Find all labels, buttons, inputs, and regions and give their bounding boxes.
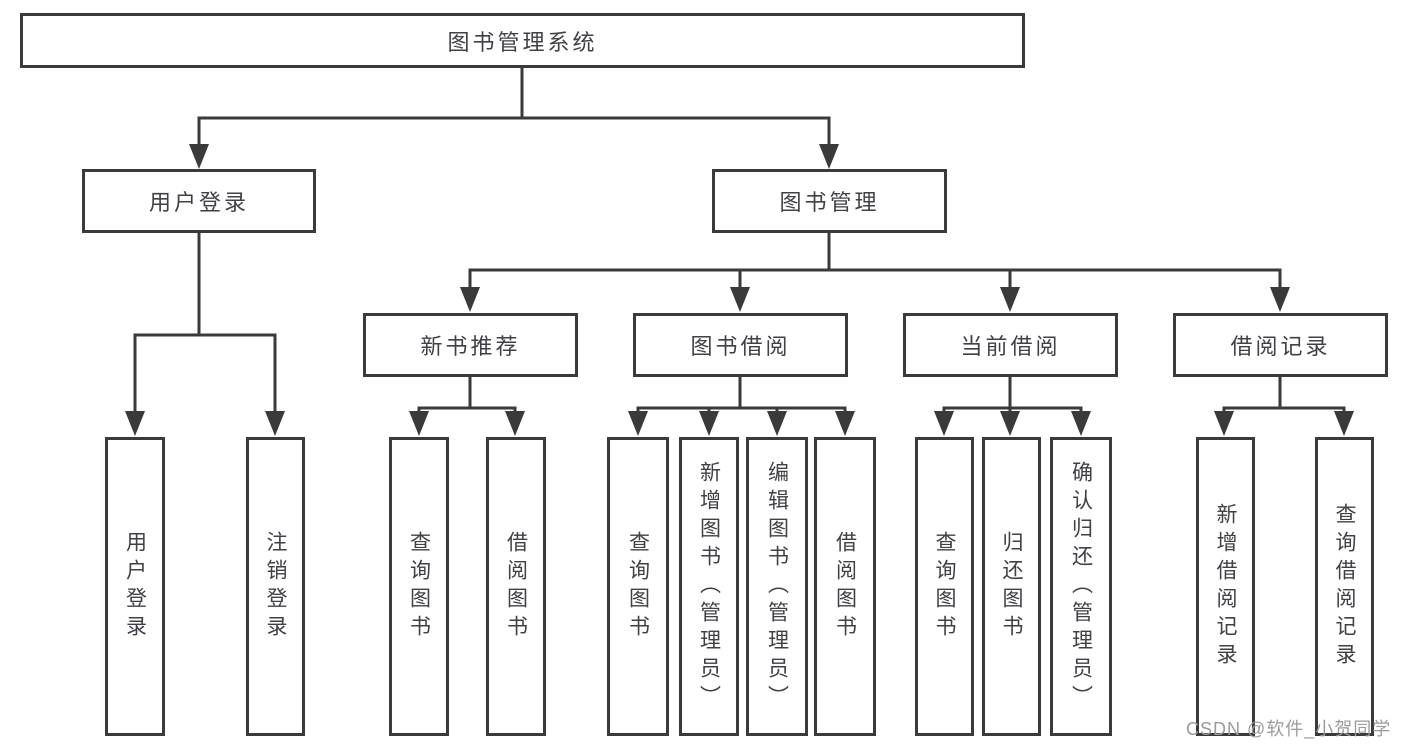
node-label: 归还图书 <box>1000 530 1023 643</box>
leaf-borrow-books-recommend: 借阅图书 <box>486 437 546 736</box>
node-book-management: 图书管理 <box>712 169 947 233</box>
leaf-logout: 注销登录 <box>246 437 305 736</box>
node-label: 借阅图书 <box>504 530 528 643</box>
node-label: 借阅图书 <box>833 530 857 643</box>
leaf-edit-book-admin: 编辑图书（管理员） <box>746 437 808 736</box>
node-label: 新增借阅记录 <box>1214 502 1237 671</box>
node-label: 图书借阅 <box>690 334 791 359</box>
leaf-query-borrow-record: 查询借阅记录 <box>1315 437 1374 736</box>
node-user-login: 用户登录 <box>82 169 316 233</box>
node-label: 新增图书（管理员） <box>697 460 721 713</box>
leaf-add-book-admin: 新增图书（管理员） <box>679 437 739 736</box>
node-label: 用户登录 <box>148 190 249 215</box>
node-label: 新书推荐 <box>420 334 521 359</box>
node-label: 编辑图书（管理员） <box>765 460 789 713</box>
node-current-borrow: 当前借阅 <box>903 313 1118 377</box>
node-borrow-records: 借阅记录 <box>1173 313 1388 377</box>
node-new-book-recommend: 新书推荐 <box>363 313 578 377</box>
leaf-borrow-books: 借阅图书 <box>814 437 876 736</box>
node-label: 注销登录 <box>264 530 287 643</box>
node-label: 查询借阅记录 <box>1333 502 1356 671</box>
node-label: 当前借阅 <box>960 334 1061 359</box>
leaf-user-login: 用户登录 <box>105 437 165 736</box>
csdn-watermark: CSDN @软件_小贺同学 <box>1186 719 1392 739</box>
node-label: 借阅记录 <box>1230 334 1331 359</box>
leaf-return-book: 归还图书 <box>982 437 1041 736</box>
node-label: 用户登录 <box>123 530 147 643</box>
node-label: 确认归还（管理员） <box>1069 460 1093 713</box>
node-label: 查询图书 <box>407 530 431 643</box>
node-label: 查询图书 <box>626 530 650 643</box>
node-label: 图书管理 <box>779 190 880 215</box>
arrowheads <box>125 144 1354 436</box>
leaf-query-books-current: 查询图书 <box>915 437 974 736</box>
leaf-confirm-return-admin: 确认归还（管理员） <box>1050 437 1112 736</box>
node-label: 查询图书 <box>933 530 956 643</box>
leaf-query-books-recommend: 查询图书 <box>389 437 449 736</box>
node-book-borrow: 图书借阅 <box>633 313 848 377</box>
leaf-add-borrow-record: 新增借阅记录 <box>1196 437 1255 736</box>
node-label: 图书管理系统 <box>447 29 598 55</box>
leaf-query-books-borrow: 查询图书 <box>607 437 669 736</box>
node-library-system: 图书管理系统 <box>20 13 1025 68</box>
